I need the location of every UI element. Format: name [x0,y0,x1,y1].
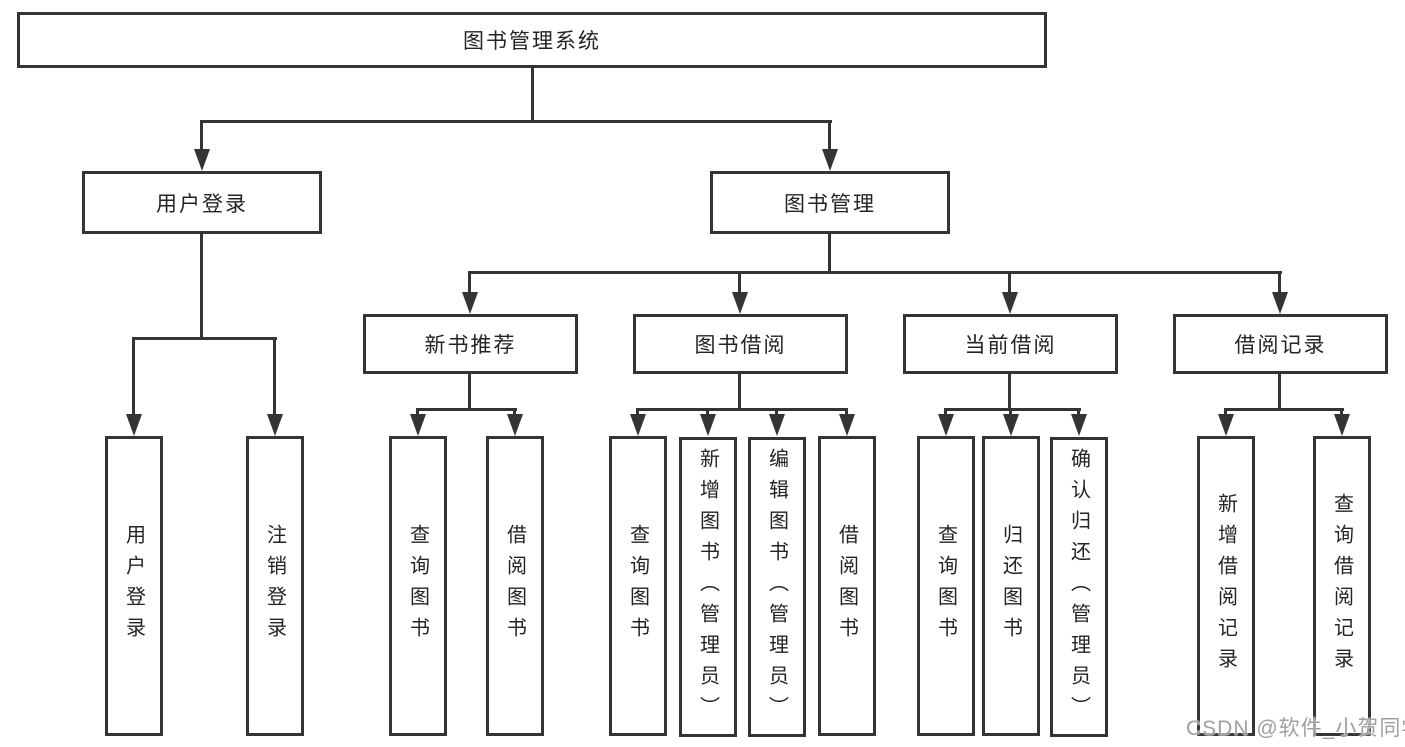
leaf-confirm-return-admin: 确认归还（管理员） [1050,437,1108,737]
leaf-query-books-2-label: 查询图书 [626,524,649,648]
arrow-to-leaf-query-books-1 [416,408,419,414]
connector-root-stem [531,68,534,122]
arrow-to-user-login [200,120,203,149]
arrow-to-leaf-add-book [706,408,709,414]
connector-user-login-stem [200,234,203,340]
leaf-add-book-admin: 新增图书（管理员） [679,437,737,737]
leaf-edit-book-admin: 编辑图书（管理员） [748,437,806,737]
connector-book-borrow-stem [738,374,741,411]
leaf-query-books-3: 查询图书 [917,436,975,736]
node-borrow-records-label: 借阅记录 [1234,334,1327,357]
node-book-borrow-label: 图书借阅 [694,334,787,357]
leaf-query-books-3-label: 查询图书 [934,524,957,648]
leaf-query-books-1: 查询图书 [389,436,447,736]
connector-user-login-split [132,337,277,340]
leaf-return-book: 归还图书 [982,436,1040,736]
connector-new-book-split [416,408,517,411]
leaf-add-borrow-record-label: 新增借阅记录 [1214,493,1237,679]
leaf-logout: 注销登录 [246,436,304,736]
node-user-login-label: 用户登录 [156,192,248,216]
arrow-to-leaf-query-books-2 [636,408,639,414]
leaf-query-borrow-record-label: 查询借阅记录 [1330,493,1353,679]
node-user-login: 用户登录 [82,171,322,234]
connector-borrow-records-stem [1278,374,1281,411]
node-new-book-recommend: 新书推荐 [363,314,578,374]
arrow-to-book-borrow [738,271,741,292]
arrow-to-leaf-borrow-books-2 [845,408,848,414]
connector-book-management-stem [828,234,831,274]
arrow-to-leaf-confirm-return [1077,408,1080,414]
connector-new-book-stem [468,374,471,411]
node-book-borrow: 图书借阅 [633,314,848,374]
arrow-to-leaf-user-login [132,337,135,414]
arrow-to-current-borrow [1008,271,1011,292]
arrow-to-leaf-borrow-books-1 [513,408,516,414]
leaf-borrow-books-1: 借阅图书 [486,436,544,736]
arrow-to-leaf-return-book [1009,408,1012,414]
arrow-to-leaf-add-borrow-record [1224,408,1227,414]
leaf-logout-label: 注销登录 [263,524,286,648]
connector-root-split [200,120,832,123]
leaf-query-books-1-label: 查询图书 [406,524,429,648]
arrow-to-leaf-edit-book [775,408,778,414]
arrow-to-book-management [828,120,831,149]
leaf-query-borrow-record: 查询借阅记录 [1313,436,1371,736]
leaf-edit-book-admin-label: 编辑图书（管理员） [765,447,788,727]
connector-borrow-records-split [1224,408,1344,411]
connector-book-management-split [468,271,1282,274]
node-book-management-label: 图书管理 [784,192,876,216]
node-current-borrow: 当前借阅 [903,314,1118,374]
arrow-to-leaf-query-books-3 [944,408,947,414]
leaf-add-borrow-record: 新增借阅记录 [1197,436,1255,736]
node-new-book-recommend-label: 新书推荐 [424,334,517,357]
arrow-to-leaf-logout [273,337,276,414]
leaf-add-book-admin-label: 新增图书（管理员） [696,447,719,727]
node-current-borrow-label: 当前借阅 [964,334,1057,357]
watermark: CSDN @软件_小贺同学 [1186,717,1405,740]
node-root-label: 图书管理系统 [463,30,601,53]
leaf-user-login: 用户登录 [105,436,163,736]
arrow-to-new-book-recommend [468,271,471,292]
leaf-confirm-return-admin-label: 确认归还（管理员） [1067,447,1090,727]
node-root: 图书管理系统 [17,12,1047,68]
arrow-to-leaf-query-borrow-record [1340,408,1343,414]
node-book-management: 图书管理 [710,171,950,234]
connector-current-borrow-split [944,408,1081,411]
leaf-borrow-books-1-label: 借阅图书 [503,524,526,648]
leaf-query-books-2: 查询图书 [609,436,667,736]
leaf-borrow-books-2: 借阅图书 [818,436,876,736]
connector-book-borrow-split [636,408,848,411]
arrow-to-borrow-records [1278,271,1281,292]
connector-current-borrow-stem [1008,374,1011,411]
leaf-return-book-label: 归还图书 [999,524,1022,648]
node-borrow-records: 借阅记录 [1173,314,1388,374]
leaf-borrow-books-2-label: 借阅图书 [835,524,858,648]
leaf-user-login-label: 用户登录 [122,524,145,648]
